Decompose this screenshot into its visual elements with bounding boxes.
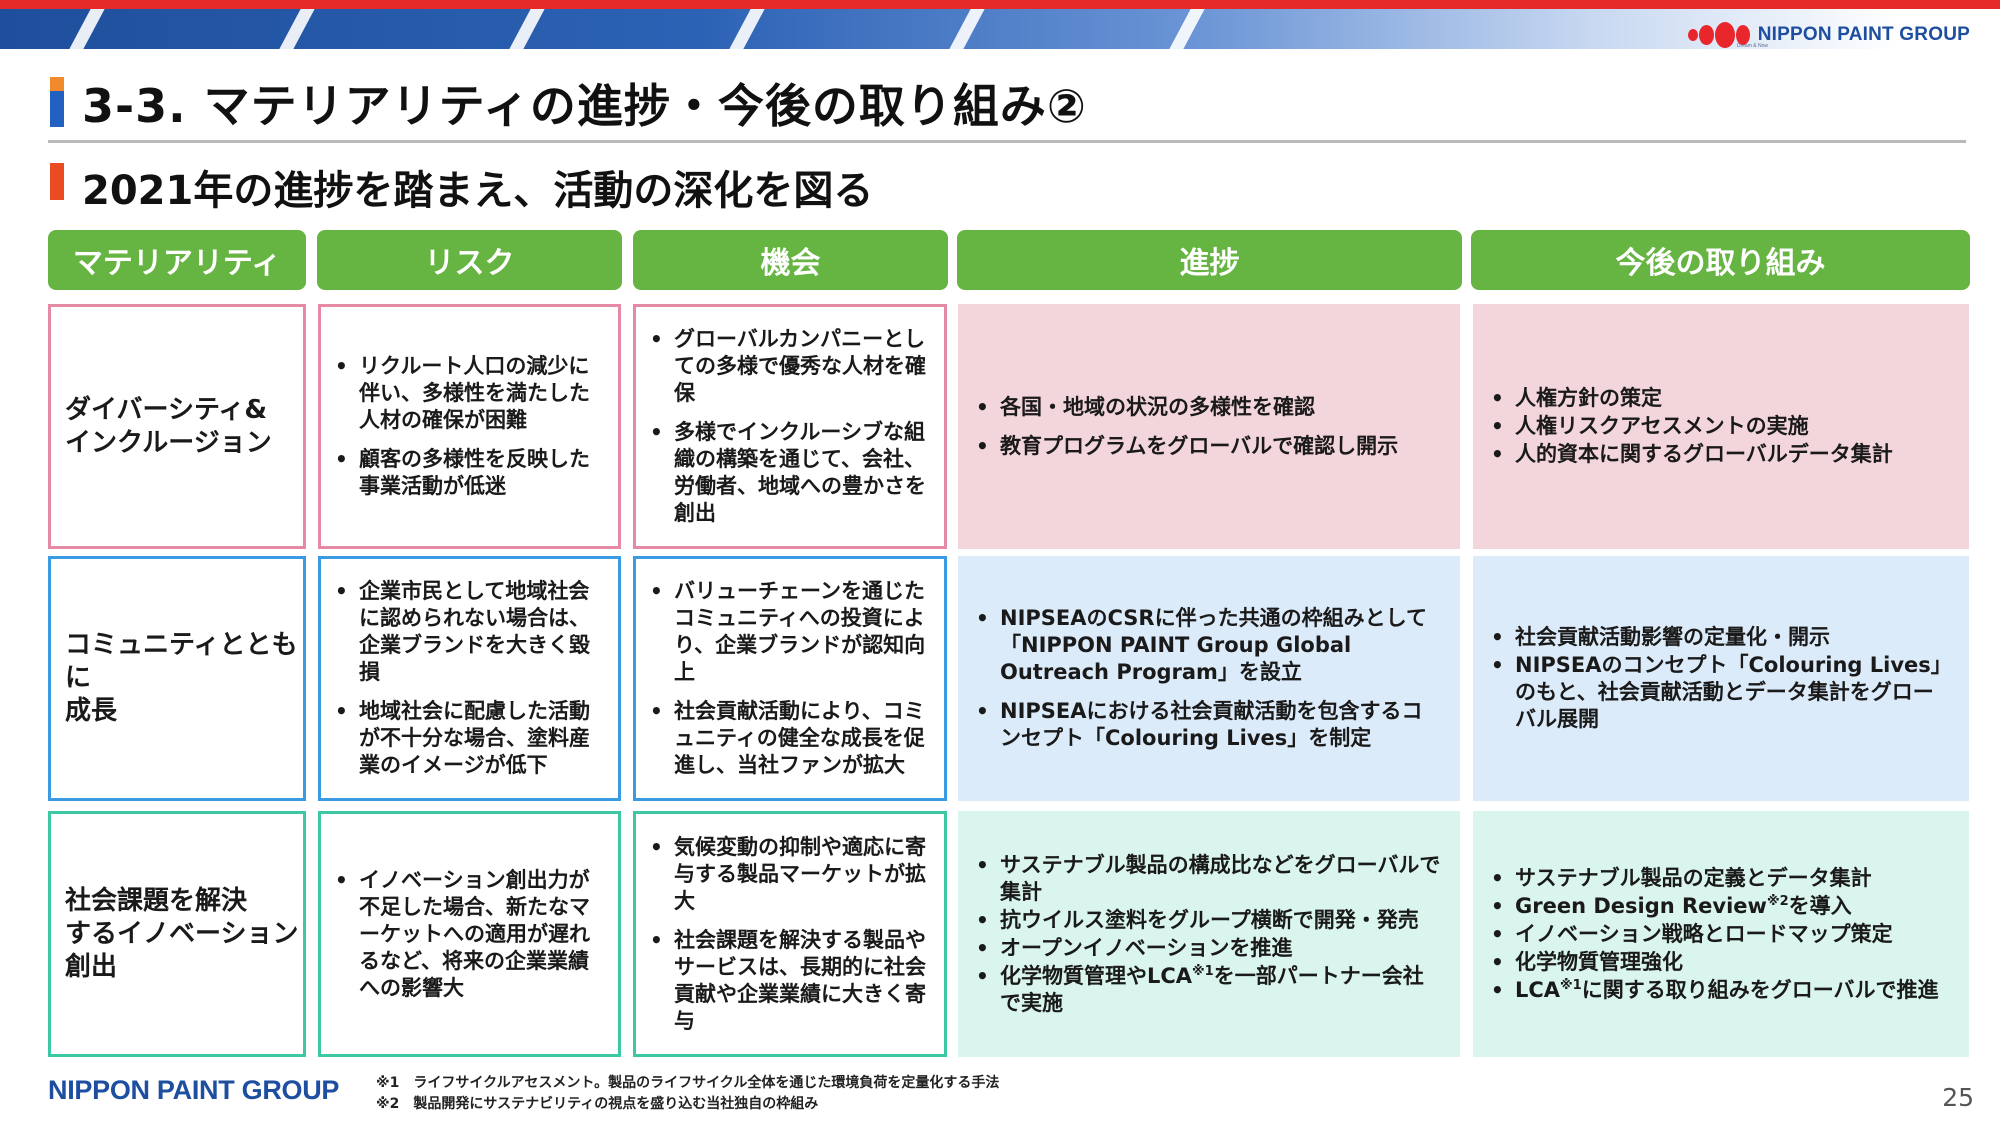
logo-text: NIPPON PAINT GROUP bbox=[1757, 24, 1970, 45]
risk-cell: 企業市民として地域社会に認められない場合は、企業ブランドを大きく毀損 地域社会に… bbox=[318, 556, 621, 801]
subtitle-accent-bar bbox=[50, 163, 64, 200]
list-item: 各国・地域の状況の多様性を確認 bbox=[970, 394, 1442, 421]
risk-cell: リクルート人口の減少に伴い、多様性を満たした人材の確保が困難 顧客の多様性を反映… bbox=[318, 304, 621, 549]
list-item: 顧客の多様性を反映した事業活動が低迷 bbox=[329, 446, 604, 500]
list-item: グローバルカンパニーとしての多様で優秀な人材を確保 bbox=[644, 326, 930, 407]
progress-cell: サステナブル製品の構成比などをグローバルで集計 抗ウイルス塗料をグループ横断で開… bbox=[958, 811, 1460, 1057]
page-title: 3-3. マテリアリティの進捗・今後の取り組み② bbox=[82, 79, 1087, 133]
column-header-materiality: マテリアリティ bbox=[48, 230, 306, 290]
risk-list: 企業市民として地域社会に認められない場合は、企業ブランドを大きく毀損 地域社会に… bbox=[329, 578, 604, 779]
footnote-marker: ※1 bbox=[1192, 963, 1214, 979]
footer-logo: NIPPON PAINT GROUP bbox=[48, 1075, 340, 1105]
list-item: 気候変動の抑制や適応に寄与する製品マーケットが拡大 bbox=[644, 834, 930, 915]
materiality-cell: コミュニティとともに 成長 bbox=[48, 556, 306, 801]
risk-list: イノベーション創出力が不足した場合、新たなマーケットへの適用が遅れるなど、将来の… bbox=[329, 867, 604, 1002]
list-item: バリューチェーンを通じたコミュニティへの投資により、企業ブランドが認知向上 bbox=[644, 578, 930, 686]
top-blue-banner bbox=[0, 9, 2000, 49]
list-item: 化学物質管理やLCA※1を一部パートナー会社で実施 bbox=[970, 963, 1442, 1017]
materiality-label: ダイバーシティ& インクルージョン bbox=[65, 394, 272, 458]
footnote-1: ※1 ライフサイクルアセスメント。製品のライフサイクル全体を通じた環境負荷を定量… bbox=[376, 1075, 1000, 1091]
column-header-progress: 進捗 bbox=[957, 230, 1462, 290]
opportunity-cell: 気候変動の抑制や適応に寄与する製品マーケットが拡大 社会課題を解決する製品やサー… bbox=[633, 811, 947, 1057]
list-item: リクルート人口の減少に伴い、多様性を満たした人材の確保が困難 bbox=[329, 353, 604, 434]
opportunity-list: グローバルカンパニーとしての多様で優秀な人材を確保 多様でインクルーシブな組織の… bbox=[644, 326, 930, 527]
future-list: 人権方針の策定 人権リスクアセスメントの実施 人的資本に関するグローバルデータ集… bbox=[1485, 385, 1951, 468]
list-item: 人権方針の策定 bbox=[1485, 385, 1951, 412]
materiality-cell: ダイバーシティ& インクルージョン bbox=[48, 304, 306, 549]
progress-list: サステナブル製品の構成比などをグローバルで集計 抗ウイルス塗料をグループ横断で開… bbox=[970, 852, 1442, 1017]
list-item: NIPSEAのCSRに伴った共通の枠組みとして「NIPPON PAINT Gro… bbox=[970, 605, 1442, 686]
list-item: Green Design Review※2を導入 bbox=[1485, 893, 1955, 920]
materiality-label: コミュニティとともに 成長 bbox=[65, 630, 298, 726]
list-item: 人的資本に関するグローバルデータ集計 bbox=[1485, 441, 1951, 468]
list-item: サステナブル製品の定義とデータ集計 bbox=[1485, 865, 1955, 892]
future-cell: 社会貢献活動影響の定量化・開示 NIPSEAのコンセプト「Colouring L… bbox=[1473, 556, 1969, 801]
opportunity-list: 気候変動の抑制や適応に寄与する製品マーケットが拡大 社会課題を解決する製品やサー… bbox=[644, 834, 930, 1035]
list-item: 企業市民として地域社会に認められない場合は、企業ブランドを大きく毀損 bbox=[329, 578, 604, 686]
list-item: 多様でインクルーシブな組織の構築を通じて、会社、労働者、地域への豊かさを創出 bbox=[644, 419, 930, 527]
list-item: 社会課題を解決する製品やサービスは、長期的に社会貢献や企業業績に大きく寄与 bbox=[644, 927, 930, 1035]
footnote-marker: ※2 bbox=[1766, 893, 1789, 909]
page-number: 25 bbox=[1942, 1083, 1974, 1112]
risk-list: リクルート人口の減少に伴い、多様性を満たした人材の確保が困難 顧客の多様性を反映… bbox=[329, 353, 604, 500]
list-item: 抗ウイルス塗料をグループ横断で開発・発売 bbox=[970, 907, 1442, 934]
logo-mark-icon bbox=[1687, 22, 1750, 48]
column-header-opportunity: 機会 bbox=[633, 230, 948, 290]
list-item: 教育プログラムをグローバルで確認し開示 bbox=[970, 433, 1442, 460]
list-item: NIPSEAにおける社会貢献活動を包含するコンセプト「Colouring Liv… bbox=[970, 698, 1442, 752]
list-item: 社会貢献活動により、コミュニティの健全な成長を促進し、当社ファンが拡大 bbox=[644, 698, 930, 779]
progress-list: NIPSEAのCSRに伴った共通の枠組みとして「NIPPON PAINT Gro… bbox=[970, 605, 1442, 752]
list-item: 化学物質管理強化 bbox=[1485, 949, 1955, 976]
risk-cell: イノベーション創出力が不足した場合、新たなマーケットへの適用が遅れるなど、将来の… bbox=[318, 811, 621, 1057]
title-accent-bar bbox=[50, 77, 64, 127]
logo-tagline: Dream & Now bbox=[1736, 43, 1768, 49]
page-subtitle: 2021年の進捗を踏まえ、活動の深化を図る bbox=[82, 168, 874, 214]
opportunity-cell: バリューチェーンを通じたコミュニティへの投資により、企業ブランドが認知向上 社会… bbox=[633, 556, 947, 801]
footnotes: ※1 ライフサイクルアセスメント。製品のライフサイクル全体を通じた環境負荷を定量… bbox=[376, 1073, 999, 1115]
future-cell: 人権方針の策定 人権リスクアセスメントの実施 人的資本に関するグローバルデータ集… bbox=[1473, 304, 1969, 549]
opportunity-list: バリューチェーンを通じたコミュニティへの投資により、企業ブランドが認知向上 社会… bbox=[644, 578, 930, 779]
list-item: 社会貢献活動影響の定量化・開示 bbox=[1485, 624, 1951, 651]
list-item: 地域社会に配慮した活動が不十分な場合、塗料産業のイメージが低下 bbox=[329, 698, 604, 779]
future-list: サステナブル製品の定義とデータ集計 Green Design Review※2を… bbox=[1485, 865, 1955, 1004]
top-red-band bbox=[0, 0, 2000, 9]
progress-cell: 各国・地域の状況の多様性を確認 教育プログラムをグローバルで確認し開示 bbox=[958, 304, 1460, 549]
list-item: 人権リスクアセスメントの実施 bbox=[1485, 413, 1951, 440]
materiality-cell: 社会課題を解決 するイノベーション 創出 bbox=[48, 811, 306, 1057]
footnote-2: ※2 製品開発にサステナビリティの視点を盛り込む当社独自の枠組み bbox=[376, 1096, 819, 1112]
materiality-label: 社会課題を解決 するイノベーション 創出 bbox=[65, 885, 299, 982]
future-list: 社会貢献活動影響の定量化・開示 NIPSEAのコンセプト「Colouring L… bbox=[1485, 624, 1951, 733]
column-header-risk: リスク bbox=[317, 230, 622, 290]
brand-logo: NIPPON PAINT GROUP bbox=[1687, 18, 1970, 52]
column-header-future: 今後の取り組み bbox=[1471, 230, 1970, 290]
list-item: サステナブル製品の構成比などをグローバルで集計 bbox=[970, 852, 1442, 906]
opportunity-cell: グローバルカンパニーとしての多様で優秀な人材を確保 多様でインクルーシブな組織の… bbox=[633, 304, 947, 549]
list-item: イノベーション戦略とロードマップ策定 bbox=[1485, 921, 1955, 948]
list-item: オープンイノベーションを推進 bbox=[970, 935, 1442, 962]
list-item: イノベーション創出力が不足した場合、新たなマーケットへの適用が遅れるなど、将来の… bbox=[329, 867, 604, 1002]
progress-list: 各国・地域の状況の多様性を確認 教育プログラムをグローバルで確認し開示 bbox=[970, 394, 1442, 460]
title-divider bbox=[48, 140, 1966, 143]
list-item: LCA※1に関する取り組みをグローバルで推進 bbox=[1485, 977, 1955, 1004]
progress-cell: NIPSEAのCSRに伴った共通の枠組みとして「NIPPON PAINT Gro… bbox=[958, 556, 1460, 801]
list-item: NIPSEAのコンセプト「Colouring Lives」のもと、社会貢献活動と… bbox=[1485, 652, 1951, 733]
future-cell: サステナブル製品の定義とデータ集計 Green Design Review※2を… bbox=[1473, 811, 1969, 1057]
footnote-marker: ※1 bbox=[1560, 977, 1582, 993]
